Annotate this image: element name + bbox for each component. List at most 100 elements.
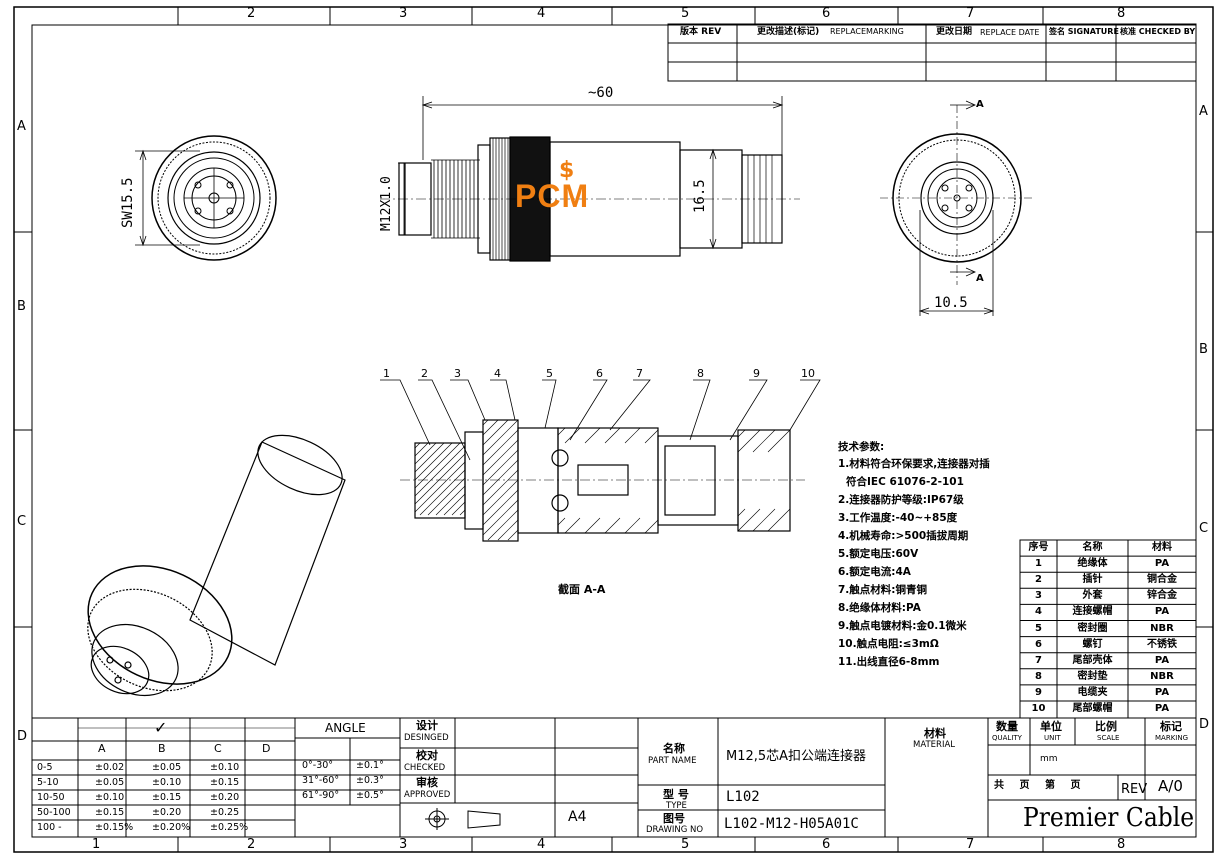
designed-en: DESINGED <box>404 733 449 743</box>
dim-length: ~60 <box>588 85 614 101</box>
angle-cell: 61°-90° <box>302 790 340 801</box>
iso-view <box>87 434 346 697</box>
zone-col-7-bottom: 7 <box>966 837 975 852</box>
tech-spec-item: 2.连接器防护等级:IP67级 <box>838 494 964 506</box>
tech-spec-item: 7.触点材料:铜青铜 <box>838 584 927 596</box>
section-view <box>400 419 805 542</box>
tolerance-cell: 10-50 <box>37 792 65 803</box>
tech-spec-item: 符合IEC 61076-2-101 <box>846 476 964 488</box>
rev-value: A/0 <box>1158 777 1183 795</box>
callout-8: 8 <box>697 367 704 380</box>
end-view-dimension <box>918 100 995 316</box>
length-dimension <box>398 96 784 250</box>
bom-cell: 铜合金 <box>1147 574 1177 586</box>
callout-9: 9 <box>753 367 760 380</box>
tolerance-cell: ±0.15 <box>95 807 125 818</box>
inner-frame <box>31 24 1197 838</box>
quality-en: QUALITY <box>992 734 1022 742</box>
tolerance-cell: 0-5 <box>37 762 53 773</box>
callout-5: 5 <box>546 367 553 380</box>
zone-col-6-bottom: 6 <box>822 837 831 852</box>
tech-spec-item: 5.额定电压:60V <box>838 548 919 560</box>
angle-header: ANGLE <box>325 721 366 735</box>
callout-leaders <box>380 379 821 461</box>
part-name-en: PART NAME <box>648 756 697 766</box>
sheets-text: 共 页 第 页 <box>994 780 1087 791</box>
tech-spec-item: 6.额定电流:4A <box>838 566 911 578</box>
type-cn: 型 号 <box>663 788 689 801</box>
angle-cell: 0°-30° <box>302 760 334 771</box>
tolerance-cell: ±0.10 <box>152 777 182 788</box>
outer-frame <box>13 6 1214 853</box>
unit-en: UNIT <box>1044 734 1061 742</box>
scale-cn: 比例 <box>1095 720 1117 733</box>
bom-header: 材料 <box>1152 542 1172 553</box>
company-name: Premier Cable <box>1023 803 1195 833</box>
bom-row-lines <box>1020 555 1196 702</box>
zone-col-7: 7 <box>966 6 975 21</box>
bom-cell: 外套 <box>1082 590 1103 602</box>
tech-spec-item: 4.机械寿命:>500插拔周期 <box>838 530 969 542</box>
tech-spec-item: 1.材料符合环保要求,连接器对插 <box>838 458 990 470</box>
zone-col-4: 4 <box>537 6 546 21</box>
revision-table-grid <box>667 23 1197 82</box>
section-caption: 截面 A-A <box>558 583 606 596</box>
bom-cell: 插针 <box>1082 574 1103 586</box>
unit-value: mm <box>1040 754 1058 764</box>
tolerance-cell: ±0.15% <box>95 822 134 833</box>
tech-spec-item: 10.触点电阻:≤3mΩ <box>838 638 939 650</box>
tolerance-cell: 5-10 <box>37 777 59 788</box>
tech-specs: 技术参数: 1.材料符合环保要求,连接器对插符合IEC 61076-2-101 2… <box>838 439 1018 672</box>
bom-cell: 3 <box>1035 590 1042 602</box>
bom-cell: 密封垫 <box>1077 670 1108 682</box>
callout-6: 6 <box>596 367 603 380</box>
approved-en: APPROVED <box>404 790 451 800</box>
bom-cell: 1 <box>1035 558 1042 570</box>
tolerance-cell: ±0.25 <box>210 807 240 818</box>
tolerance-cell: ±0.20 <box>152 807 182 818</box>
bom-cell: 9 <box>1035 686 1042 698</box>
bom-cell: 6 <box>1035 638 1042 650</box>
zone-row-a: A <box>17 119 26 134</box>
rev-header-date-en: REPLACE DATE <box>980 28 1040 37</box>
side-view <box>380 136 800 262</box>
tolerance-cell: ±0.15 <box>210 777 240 788</box>
tolerance-header: B <box>158 742 166 755</box>
zone-col-6: 6 <box>822 6 831 21</box>
zone-col-3: 3 <box>399 6 408 21</box>
checked-cn: 校对 <box>416 749 438 762</box>
angle-cell: ±0.1° <box>356 760 384 771</box>
rev-header-signature: 签名 SIGNATURE <box>1049 27 1119 36</box>
bom-cell: 密封圈 <box>1077 622 1108 634</box>
section-marker-bottom: A <box>976 273 984 284</box>
type-en: TYPE <box>666 801 687 811</box>
bom-cell: 4 <box>1035 606 1042 618</box>
tolerance-cell: ±0.05 <box>152 762 182 773</box>
bom-cell: 2 <box>1035 574 1042 586</box>
scale-en: SCALE <box>1097 734 1120 742</box>
zone-col-4-bottom: 4 <box>537 837 546 852</box>
tolerance-cell: 50-100 <box>37 807 71 818</box>
tolerance-cell: ±0.10 <box>95 792 125 803</box>
approved-cn: 审核 <box>416 776 438 789</box>
rev-header-date-cn: 更改日期 <box>936 27 973 37</box>
zone-row-d-right: D <box>1199 717 1210 732</box>
drawing-no: L102-M12-H05A01C <box>724 816 859 832</box>
bom-cell: NBR <box>1150 622 1174 634</box>
checked-en: CHECKED <box>404 763 446 773</box>
projection-symbol-icon <box>425 808 501 830</box>
dim-body-diameter: 16.5 <box>692 179 708 213</box>
dim-face-width: 10.5 <box>934 295 968 311</box>
tech-specs-heading: 技术参数: <box>838 441 885 453</box>
tolerance-cell: ±0.10 <box>210 762 240 773</box>
tolerance-cell: ±0.15 <box>152 792 182 803</box>
bom-cell: 10 <box>1031 703 1046 714</box>
tolerance-cell: 100 - <box>37 822 62 833</box>
quality-cn: 数量 <box>996 720 1018 733</box>
tolerance-cell: ±0.02 <box>95 762 125 773</box>
callout-2: 2 <box>421 367 428 380</box>
bom-cell: 连接螺帽 <box>1072 606 1113 618</box>
bom-cell: 尾部壳体 <box>1072 654 1113 666</box>
material-en: MATERIAL <box>913 740 956 750</box>
